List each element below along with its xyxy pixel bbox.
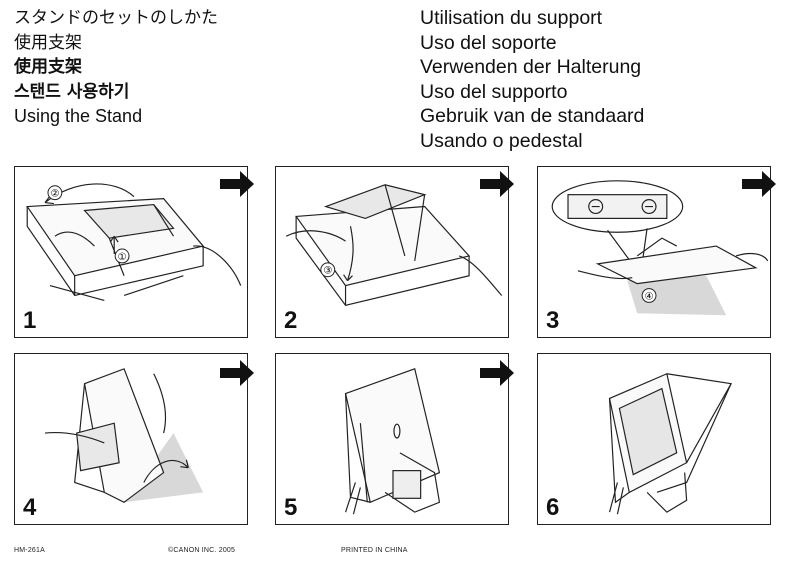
title-chinese-simplified: 使用支架 — [14, 32, 82, 53]
arrow-right-icon — [742, 168, 778, 200]
step-panel-3: ④ 3 — [537, 166, 771, 338]
title-spanish: Uso del soporte — [420, 31, 557, 54]
callout-3: ③ — [323, 266, 332, 277]
step-number-4: 4 — [23, 494, 37, 521]
title-german: Verwenden der Halterung — [420, 56, 642, 78]
scanner-standing-illustration — [344, 368, 441, 515]
arrow-right-icon — [220, 168, 256, 200]
step-panel-1: ② ① 1 — [14, 166, 248, 338]
step-panel-4: 4 — [14, 353, 248, 525]
title-japanese: スタンドのセットのしかた — [14, 8, 218, 28]
scanner-tilt-illustration — [44, 368, 204, 503]
step-number-1: 1 — [23, 307, 37, 334]
title-dutch: Gebruik van de standaard — [420, 105, 645, 127]
scanner-flip-stand-illustration: ② ① — [26, 183, 242, 302]
title-portuguese: Usando o pedestal — [420, 129, 583, 152]
document-code: HM-261A — [14, 547, 45, 554]
step-number-5: 5 — [284, 494, 298, 521]
step-number-3: 3 — [546, 307, 560, 334]
step-panel-2: ③ 2 — [275, 166, 509, 338]
title-italian: Uso del supporto — [420, 80, 568, 103]
title-korean: 스탠드 사용하기 — [14, 81, 130, 102]
title-english: Using the Stand — [14, 106, 143, 126]
arrow-right-icon — [220, 357, 256, 389]
scanner-lid-open-illustration — [608, 372, 733, 515]
scanner-open-stand-illustration: ③ — [285, 184, 503, 307]
scanner-lock-illustration: ④ — [551, 180, 769, 316]
step-panel-6: 6 — [537, 353, 771, 525]
step-panel-5: 5 — [275, 353, 509, 525]
title-chinese-bold: 使用支架 — [14, 57, 82, 77]
arrow-right-icon — [480, 357, 516, 389]
step-number-6: 6 — [546, 494, 560, 521]
arrow-right-icon — [480, 168, 516, 200]
callout-1: ① — [118, 252, 127, 263]
header-right-column: Utilisation du support Uso del soporte V… — [420, 6, 644, 153]
callout-2: ② — [50, 189, 59, 200]
callout-4: ④ — [645, 291, 654, 302]
title-french: Utilisation du support — [420, 7, 603, 29]
step-number-2: 2 — [284, 307, 298, 334]
printed-notice: PRINTED IN CHINA — [341, 547, 408, 554]
header-left-column: スタンドのセットのしかた 使用支架 使用支架 스탠드 사용하기 Using th… — [14, 6, 218, 129]
copyright-notice: ©CANON INC. 2005 — [168, 547, 236, 554]
